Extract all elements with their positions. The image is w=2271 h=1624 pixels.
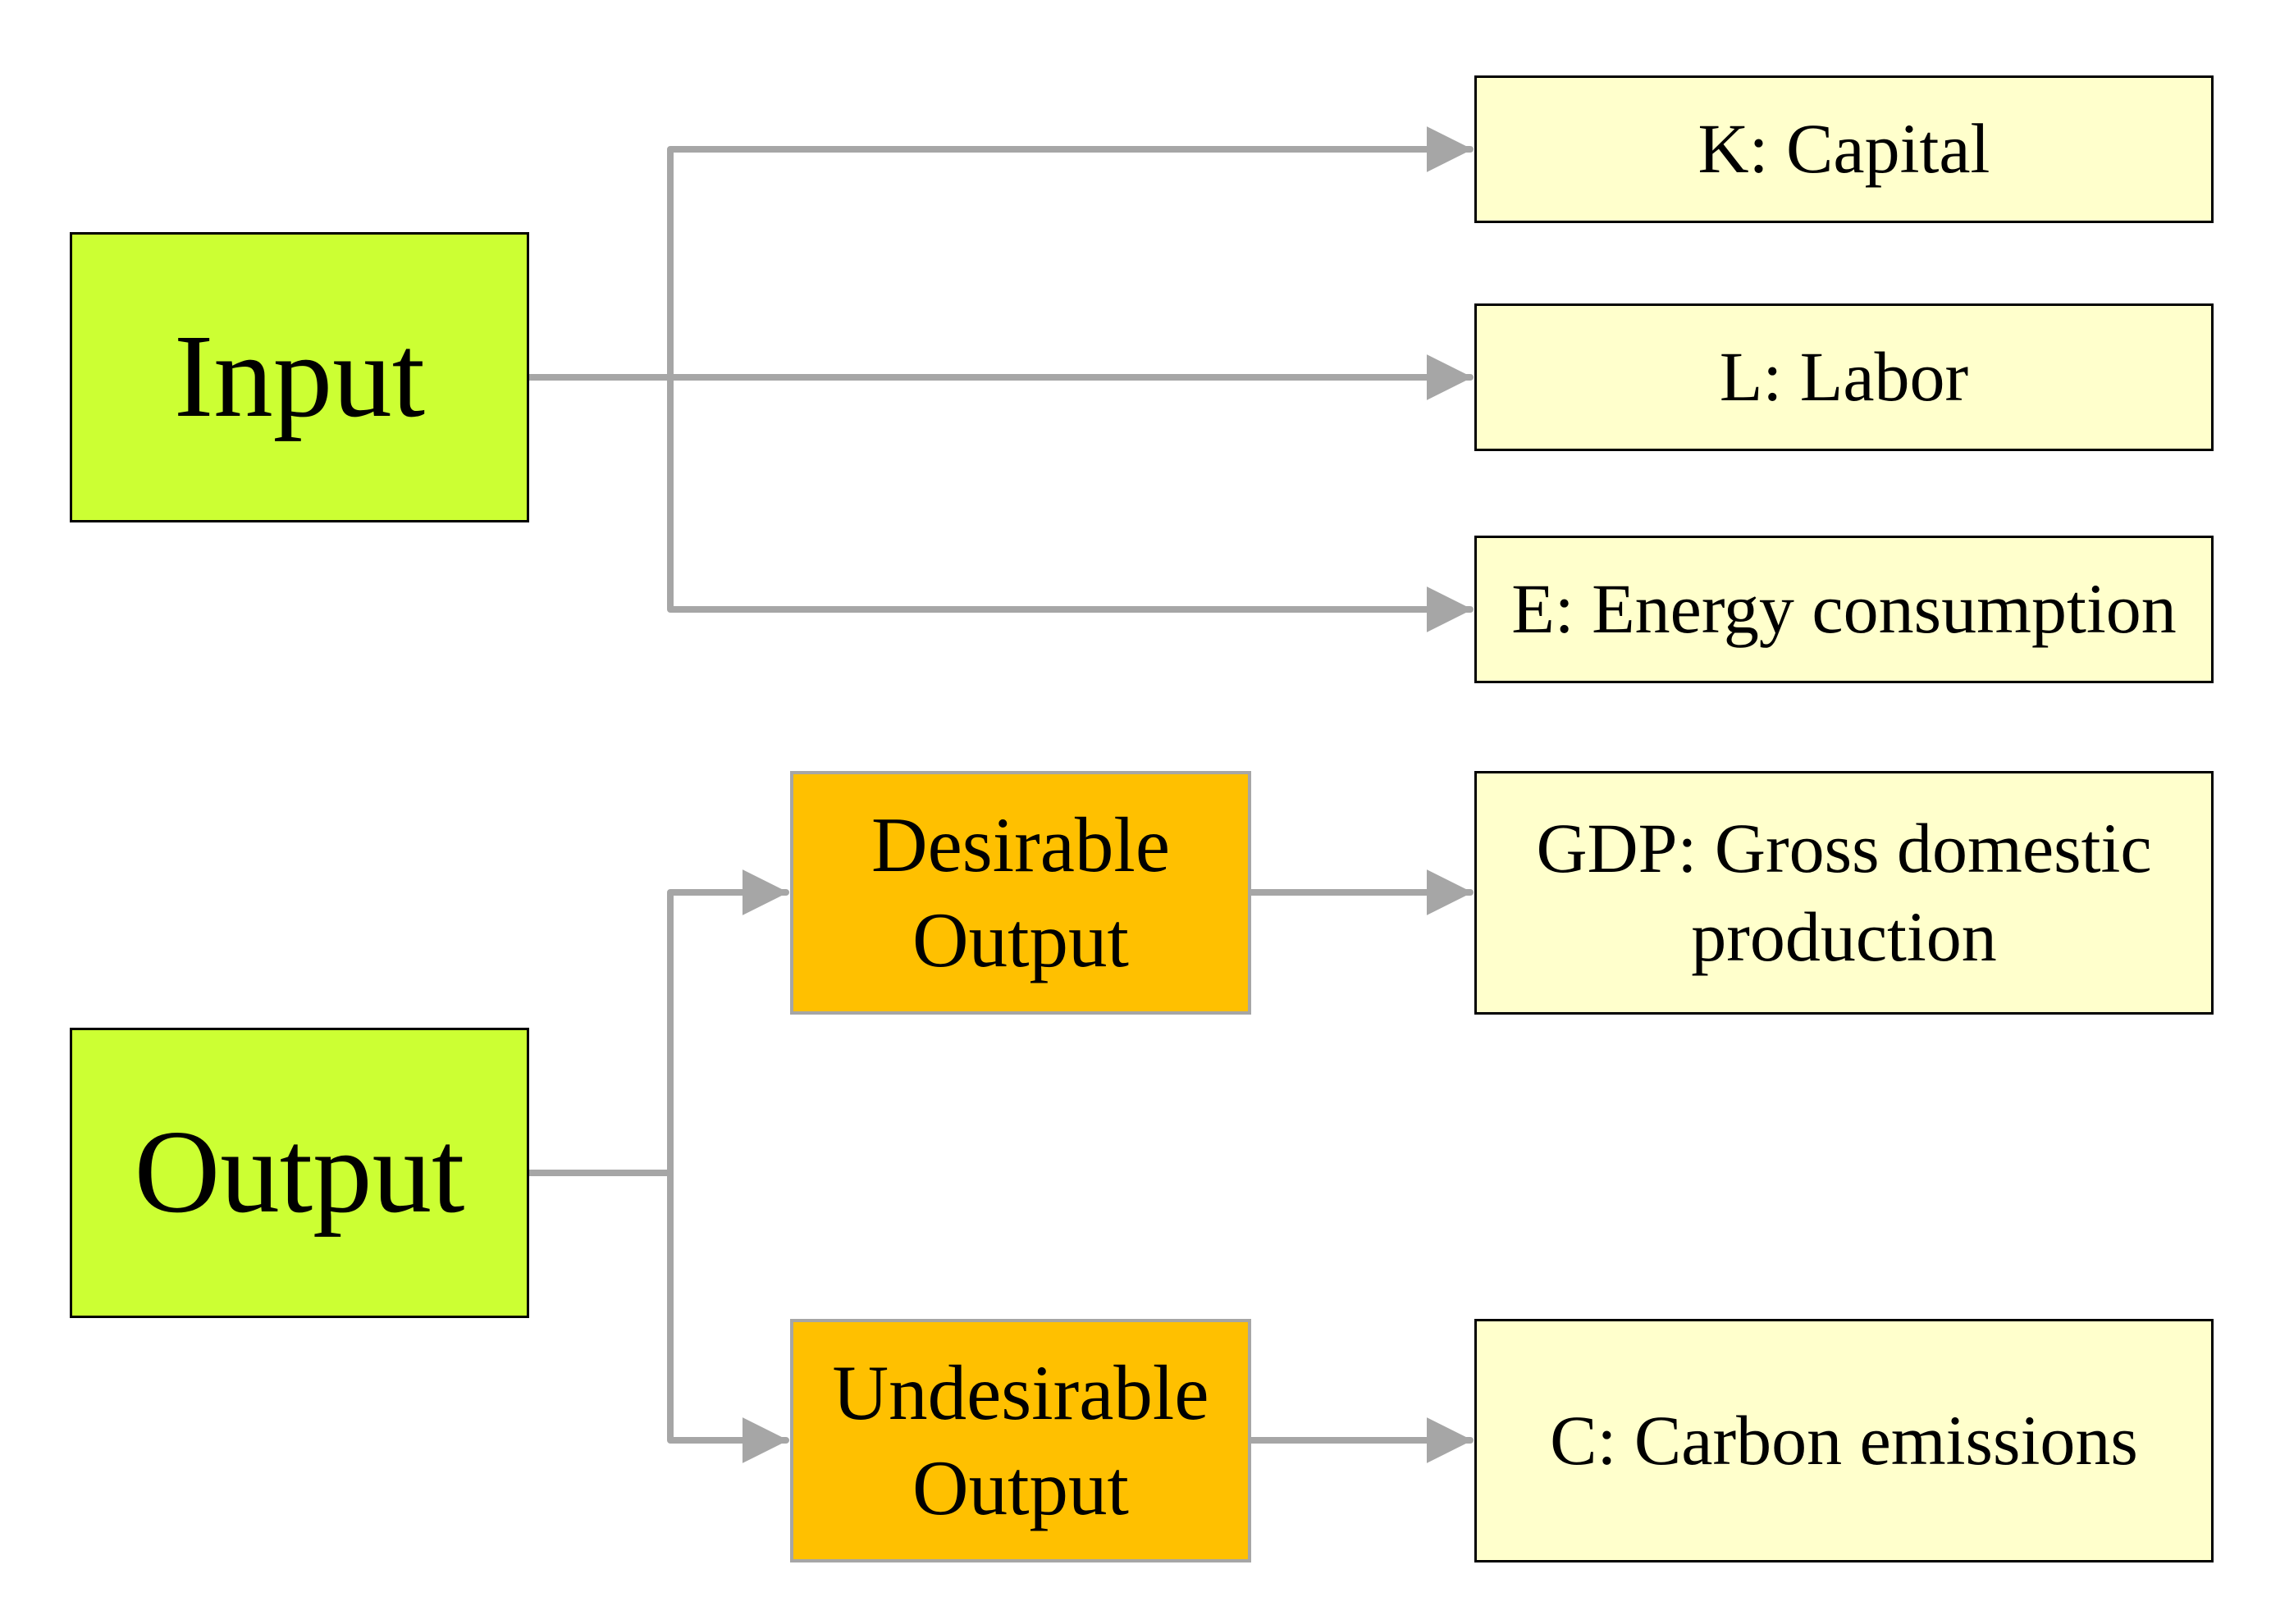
capital-label: K: Capital [1698,109,1990,189]
gdp-line2: production [1691,896,1997,976]
energy-node: E: Energy consumption [1474,536,2214,683]
gdp-node: GDP: Gross domestic production [1474,771,2214,1015]
desirable-output-line1: Desirable [871,801,1170,888]
undesirable-output-label: Undesirable Output [833,1346,1209,1536]
carbon-label: C: Carbon emissions [1550,1400,2138,1480]
carbon-node: C: Carbon emissions [1474,1319,2214,1562]
input-node: Input [70,232,529,522]
arrow-output-to-desirable [667,869,789,1176]
arrow-input-to-energy [667,374,1474,632]
arrow-input-to-capital [667,126,1474,381]
gdp-label: GDP: Gross domestic production [1536,805,2151,981]
output-label: Output [134,1106,465,1239]
gdp-line1: GDP: Gross domestic [1536,809,2152,887]
desirable-output-label: Desirable Output [871,798,1170,988]
arrow-output-to-undesirable [667,1170,789,1463]
labor-node: L: Labor [1474,303,2214,451]
desirable-output-node: Desirable Output [790,771,1251,1015]
undesirable-output-line1: Undesirable [832,1348,1209,1436]
output-node: Output [70,1028,529,1318]
undesirable-output-node: Undesirable Output [790,1319,1251,1562]
energy-label: E: Energy consumption [1511,569,2177,649]
capital-node: K: Capital [1474,75,2214,223]
input-label: Input [173,311,426,443]
labor-label: L: Labor [1719,337,1969,417]
undesirable-output-line2: Output [912,1444,1129,1531]
desirable-output-line2: Output [912,896,1129,983]
